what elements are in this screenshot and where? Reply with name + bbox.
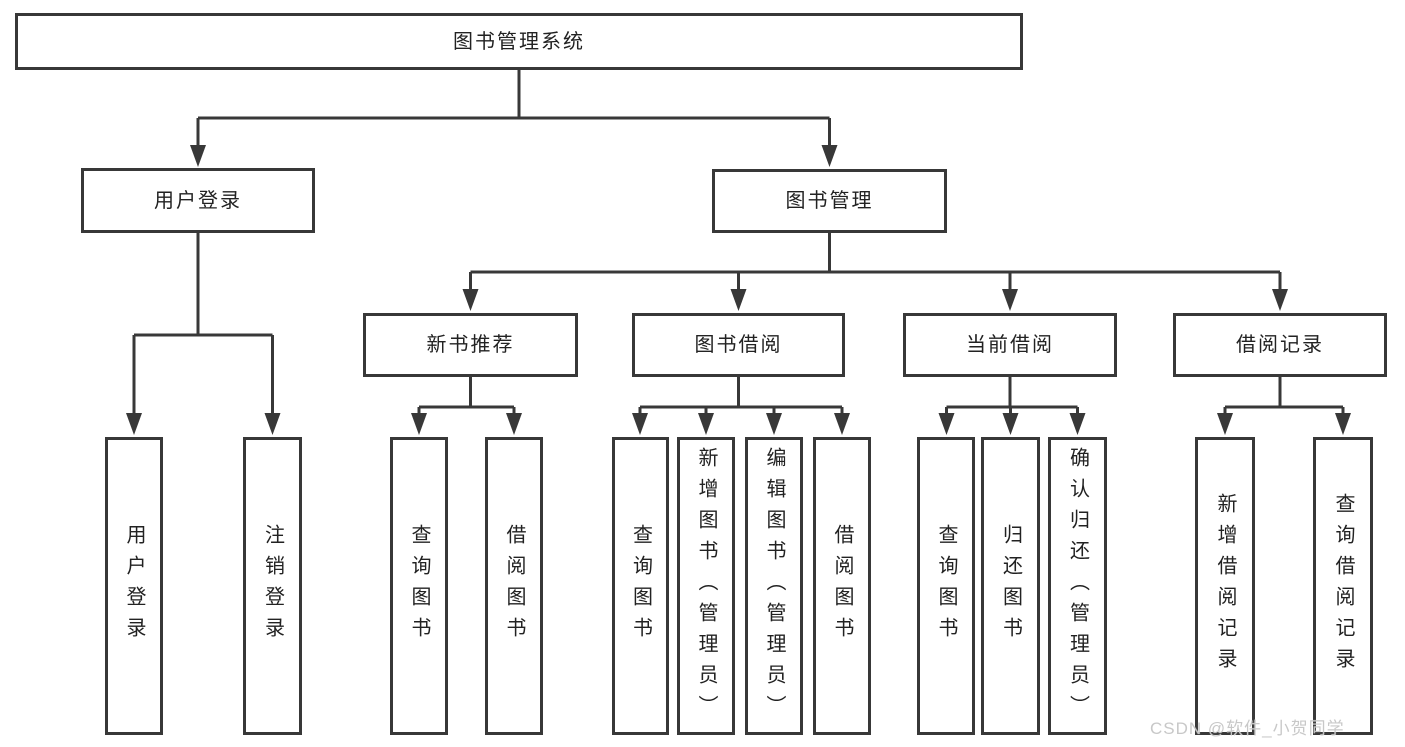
node-book-borrow: 图书借阅 (632, 313, 845, 377)
leaf-br-query-record: 查询借阅记录 (1313, 437, 1373, 735)
leaf-cb-return-book: 归还图书 (981, 437, 1040, 735)
leaf-bb-borrow-book: 借阅图书 (813, 437, 871, 735)
leaf-cb-query-book: 查询图书 (917, 437, 975, 735)
leaf-bb-add-book-admin: 新增图书（管理员） (677, 437, 735, 735)
node-new-book-recommend: 新书推荐 (363, 313, 578, 377)
node-user-login: 用户登录 (81, 168, 315, 233)
leaf-bb-edit-book-admin: 编辑图书（管理员） (745, 437, 803, 735)
node-current-borrow: 当前借阅 (903, 313, 1117, 377)
watermark: CSDN @软件_小贺同学 (1150, 719, 1345, 738)
node-book-management: 图书管理 (712, 169, 947, 233)
leaf-br-add-record: 新增借阅记录 (1195, 437, 1255, 735)
leaf-user-login: 用户登录 (105, 437, 163, 735)
leaf-logout: 注销登录 (243, 437, 302, 735)
arrowheads (126, 145, 1351, 435)
leaf-nb-borrow-book: 借阅图书 (485, 437, 543, 735)
connector-segments (132, 69, 1345, 414)
leaf-nb-query-book: 查询图书 (390, 437, 448, 735)
node-borrow-records: 借阅记录 (1173, 313, 1387, 377)
leaf-bb-query-book: 查询图书 (612, 437, 669, 735)
leaf-cb-confirm-return-admin: 确认归还（管理员） (1048, 437, 1107, 735)
node-root: 图书管理系统 (15, 13, 1023, 70)
